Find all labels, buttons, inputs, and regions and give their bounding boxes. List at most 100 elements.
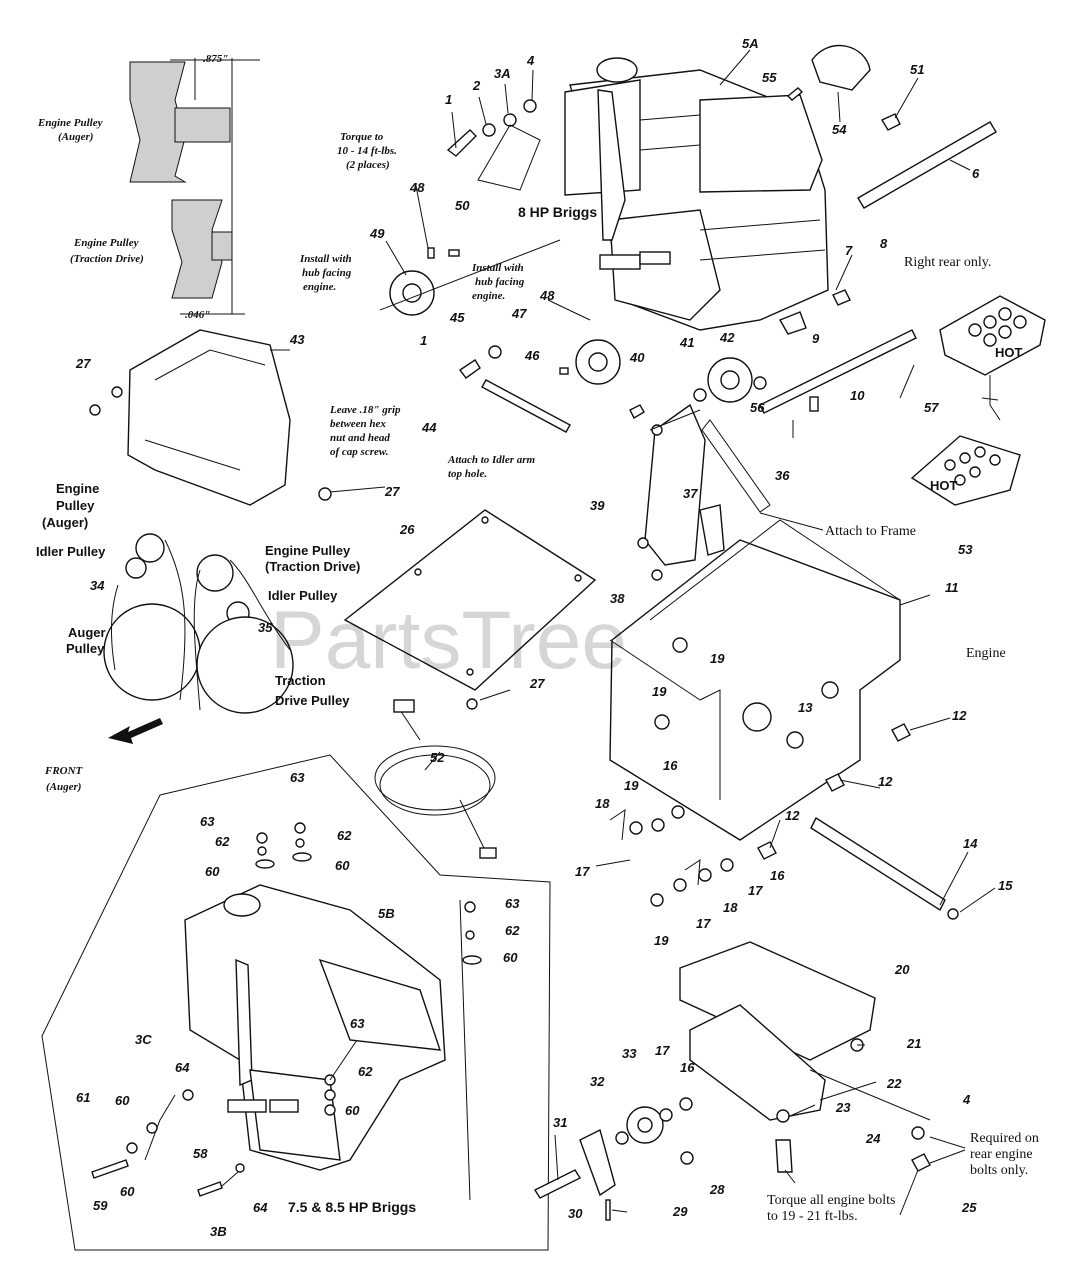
pulleys-mid: [389, 247, 767, 433]
part-label: 1: [445, 92, 452, 107]
dim-bottom: .046": [185, 309, 210, 321]
briggs-8hp-label: 8 HP Briggs: [518, 204, 597, 220]
required-rear-1: Required on: [970, 1131, 1039, 1146]
belt-diagram: [103, 533, 294, 714]
install-hub-1b: hub facing: [302, 267, 352, 279]
part-label: 54: [832, 122, 847, 137]
part-label: 15: [998, 878, 1013, 893]
part-label: 1: [420, 333, 427, 348]
part-label: 29: [672, 1204, 688, 1219]
part-label: 27: [75, 356, 91, 371]
part-label: 19: [624, 778, 639, 793]
part-label: 30: [568, 1206, 583, 1221]
part-label: 24: [865, 1131, 881, 1146]
engine-5b: [184, 884, 446, 1171]
part-label: 22: [886, 1076, 902, 1091]
part-label: 48: [539, 288, 555, 303]
attach-idler-2: top hole.: [448, 468, 487, 480]
part-label: 31: [553, 1115, 567, 1130]
watermark: PartsTree: [270, 595, 627, 686]
part-label: 62: [337, 828, 352, 843]
part-label: 62: [215, 834, 230, 849]
part-label: 48: [409, 180, 425, 195]
part-label: 44: [421, 420, 437, 435]
engine-label: Engine: [966, 646, 1006, 661]
part-label: 2: [472, 78, 481, 93]
part-label: 55: [762, 70, 777, 85]
part-label: 63: [350, 1016, 365, 1031]
required-rear-2: rear engine: [970, 1147, 1033, 1162]
part-label: 63: [290, 770, 305, 785]
part-label: 20: [894, 962, 910, 977]
part-label: 12: [952, 708, 967, 723]
part-label: 27: [529, 676, 545, 691]
install-hub-2a: Install with: [471, 262, 524, 274]
belt-cover: [89, 329, 332, 506]
part-label: 37: [683, 486, 698, 501]
bracket-20: [679, 941, 931, 1172]
leave-grip-2: between hex: [330, 418, 386, 430]
wire-52: [374, 699, 497, 859]
engine-pulley-profile: [129, 58, 260, 315]
part-label: 60: [345, 1103, 360, 1118]
part-label: 6: [972, 166, 980, 181]
part-label: 3A: [494, 66, 511, 81]
part-label: 11: [945, 580, 959, 595]
part-label: 25: [961, 1200, 977, 1215]
part-label: 51: [910, 62, 924, 77]
leave-grip-4: of cap screw.: [330, 446, 389, 458]
part-label: 16: [680, 1060, 695, 1075]
part-label: 60: [115, 1093, 130, 1108]
part-label: 16: [663, 758, 678, 773]
part-label: 19: [710, 651, 725, 666]
dim-top: .875": [203, 53, 228, 65]
briggs-75-85-label: 7.5 & 8.5 HP Briggs: [288, 1199, 416, 1215]
install-hub-1a: Install with: [299, 253, 352, 265]
engine-pulley-auger-sub: (Auger): [58, 131, 93, 143]
inset-hardware: [91, 822, 482, 1197]
engine-pulley-traction-sub: (Traction Drive): [70, 253, 144, 265]
torque-engine-2: to 19 - 21 ft-lbs.: [767, 1209, 858, 1224]
part-label: 28: [709, 1182, 725, 1197]
part-label: 17: [748, 883, 763, 898]
part-label: 60: [205, 864, 220, 879]
part-label: 4: [962, 1092, 971, 1107]
front-label-1: FRONT: [44, 765, 84, 777]
plate-26: [343, 509, 597, 710]
top-hardware: [446, 44, 997, 209]
belt-auger-pulley-1: Auger: [68, 625, 106, 640]
part-label: 39: [590, 498, 605, 513]
leave-grip-3: nut and head: [330, 432, 390, 444]
right-rear-only: Right rear only.: [904, 255, 991, 270]
part-label: 3B: [210, 1224, 227, 1239]
part-label: 19: [652, 684, 667, 699]
torque-note-1: Torque to: [340, 131, 384, 143]
part-label: 17: [655, 1043, 670, 1058]
belt-engine-pulley-1: Engine: [56, 481, 99, 496]
part-label: 17: [575, 864, 590, 879]
attach-frame-label: Attach to Frame: [825, 524, 916, 539]
part-label: 50: [455, 198, 470, 213]
part-label: 10: [850, 388, 865, 403]
part-label: 45: [449, 310, 465, 325]
part-label: 12: [878, 774, 893, 789]
part-label: 23: [835, 1100, 851, 1115]
part-label: 5A: [742, 36, 759, 51]
engine-pulley-traction-title: Engine Pulley: [73, 237, 139, 249]
part-label: 18: [595, 796, 610, 811]
belt-traction-1: Traction: [275, 673, 326, 688]
part-label: 26: [399, 522, 415, 537]
part-label: 63: [200, 814, 215, 829]
part-label: 21: [906, 1036, 921, 1051]
part-label: 60: [120, 1184, 135, 1199]
part-label: 38: [610, 591, 625, 606]
part-label: 56: [750, 400, 765, 415]
torque-note-2: 10 - 14 ft-lbs.: [337, 145, 397, 157]
part-label: 60: [503, 950, 518, 965]
inset-boundary: [41, 754, 551, 1251]
part-label: 27: [384, 484, 400, 499]
part-label: 41: [679, 335, 694, 350]
torque-engine-1: Torque all engine bolts: [767, 1193, 896, 1208]
part-label: 4: [526, 53, 535, 68]
